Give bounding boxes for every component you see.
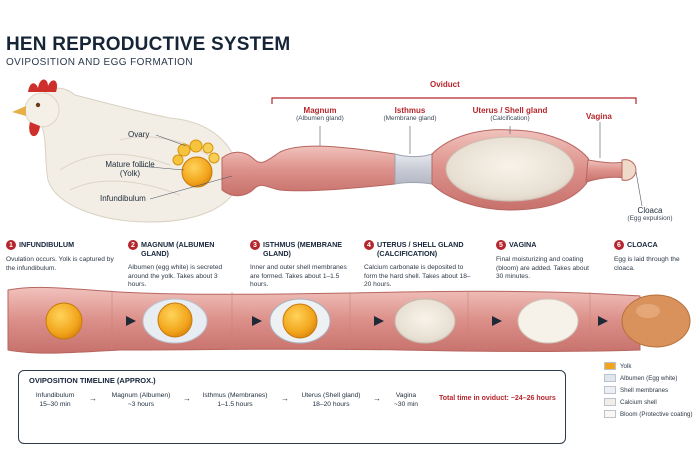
uterus-label: Uterus / Shell gland (Calcification) <box>472 106 548 122</box>
step-number-badge: 2 <box>128 240 138 250</box>
stage-yolk <box>45 302 83 340</box>
step-number-badge: 3 <box>250 240 260 250</box>
arrow-icon <box>252 316 262 326</box>
legend-swatch <box>604 410 616 418</box>
timeline-title: OVIPOSITION TIMELINE (APPROX.) <box>29 376 156 385</box>
step-vagina: 5 VAGINA Final moisturizing and coating … <box>496 240 596 282</box>
legend-item: Albumen (Egg white) <box>604 372 700 384</box>
timeline-item-isthmus: Isthmus (Membranes) 1–1.5 hours <box>202 392 268 408</box>
timeline-item-uterus: Uterus (Shell gland) 18–20 hours <box>301 392 361 408</box>
timeline-item-infundibulum: Infundibulum 15–30 min <box>35 392 75 408</box>
legend-item: Bloom (Protective coating) <box>604 408 700 420</box>
step-cloaca: 6 CLOACA Egg is laid through the cloaca. <box>614 240 694 273</box>
page-subtitle: OVIPOSITION AND EGG FORMATION <box>6 57 193 68</box>
legend-swatch <box>604 398 616 406</box>
step-description: Final moisturizing and coating (bloom) a… <box>496 256 589 280</box>
legend-item: Yolk <box>604 360 700 372</box>
laid-egg <box>621 294 691 348</box>
arrow-icon <box>126 316 136 326</box>
step-description: Egg is laid through the cloaca. <box>614 256 680 272</box>
infundibulum-label: Infundibulum <box>100 194 146 203</box>
step-infundibulum: 1 INFUNDIBULUM Ovulation occurs. Yolk is… <box>6 240 114 273</box>
arrow-icon <box>598 316 608 326</box>
step-name: INFUNDIBULUM <box>19 240 75 249</box>
stage-calcium-shell <box>394 298 456 344</box>
step-number-badge: 1 <box>6 240 16 250</box>
legend-item: Shell membranes <box>604 384 700 396</box>
step-description: Albumen (egg white) is secreted around t… <box>128 264 223 288</box>
arrow-right-icon: → <box>281 394 289 403</box>
ovary-label: Ovary <box>128 130 150 139</box>
ovary <box>172 139 220 188</box>
arrow-icon <box>374 316 384 326</box>
oviduct-label: Oviduct <box>430 80 460 89</box>
vagina-label: Vagina <box>586 112 612 121</box>
magnum-label: Magnum (Albumen gland) <box>296 106 344 122</box>
isthmus-label: Isthmus (Membrane gland) <box>383 106 437 122</box>
oviduct-tube <box>221 129 637 211</box>
arrow-right-icon: → <box>373 394 381 403</box>
step-name: MAGNUM (ALBUMEN GLAND) <box>141 240 215 258</box>
arrow-icon <box>492 316 502 326</box>
timeline-total: Total time in oviduct: ~24–26 hours <box>439 395 556 402</box>
step-name: VAGINA <box>509 240 537 249</box>
step-isthmus: 3 ISTHMUS (MEMBRANE GLAND) Inner and out… <box>250 240 358 290</box>
legend-swatch <box>604 362 616 370</box>
oviduct-bracket <box>271 97 637 104</box>
step-name: UTERUS / SHELL GLAND (CALCIFICATION) <box>377 240 464 258</box>
mature-follicle-label: Mature follicle (Yolk) <box>105 160 155 178</box>
step-name: ISTHMUS (MEMBRANE GLAND) <box>263 240 343 258</box>
step-magnum: 2 MAGNUM (ALBUMEN GLAND) Albumen (egg wh… <box>128 240 236 290</box>
legend-swatch <box>604 374 616 382</box>
timeline-item-vagina: Vagina ~30 min <box>394 392 418 408</box>
stage-bloom <box>517 298 579 344</box>
step-name: CLOACA <box>627 240 658 249</box>
arrow-right-icon: → <box>183 394 191 403</box>
timeline-item-magnum: Magnum (Albumen) ~3 hours <box>111 392 171 408</box>
step-uterus: 4 UTERUS / SHELL GLAND (CALCIFICATION) C… <box>364 240 472 290</box>
arrow-right-icon: → <box>89 394 97 403</box>
step-number-badge: 4 <box>364 240 374 250</box>
page-title: HEN REPRODUCTIVE SYSTEM <box>6 34 291 55</box>
anatomy-illustration <box>12 79 643 223</box>
step-description: Inner and outer shell membranes are form… <box>250 264 347 288</box>
step-number-badge: 6 <box>614 240 624 250</box>
legend-swatch <box>604 386 616 394</box>
egg-formation-strip <box>7 286 691 354</box>
step-number-badge: 5 <box>496 240 506 250</box>
legend: Yolk Albumen (Egg white) Shell membranes… <box>604 360 700 420</box>
mature-follicle <box>181 156 213 188</box>
step-description: Calcium carbonate is deposited to form t… <box>364 264 471 288</box>
cloaca-label: Cloaca (Egg expulsion) <box>627 206 673 222</box>
legend-item: Calcium shell <box>604 396 700 408</box>
step-description: Ovulation occurs. Yolk is captured by th… <box>6 256 114 272</box>
oviposition-timeline: OVIPOSITION TIMELINE (APPROX.) Infundibu… <box>18 370 566 444</box>
